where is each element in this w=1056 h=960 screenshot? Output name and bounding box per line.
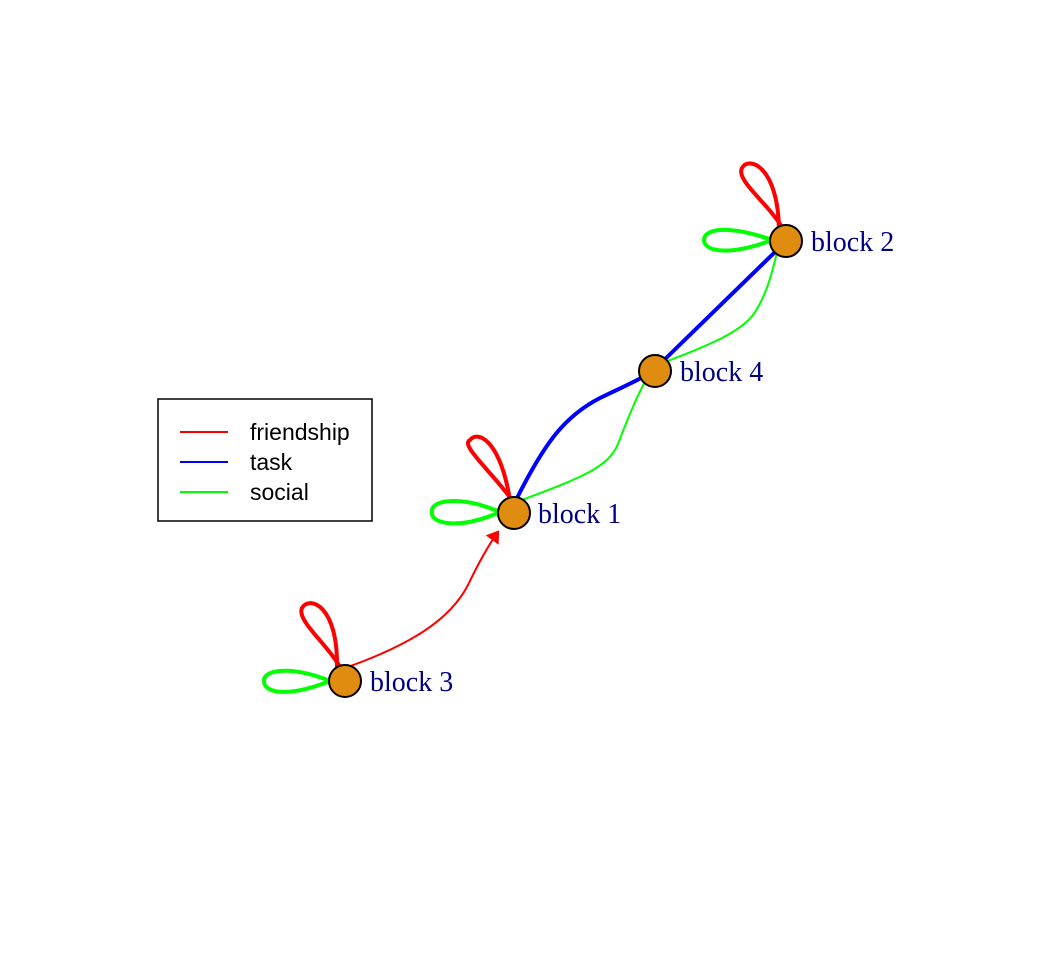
- loop-block1-friendship: [466, 434, 514, 502]
- node-label: block 1: [538, 499, 621, 530]
- legend-label-task: task: [250, 449, 293, 475]
- node-label: block 4: [680, 357, 763, 388]
- node-label: block 3: [370, 667, 453, 698]
- legend-label-friendship: friendship: [250, 419, 350, 445]
- edges: [262, 161, 785, 694]
- loop-block3-social: [262, 668, 331, 694]
- node-block-1: block 1: [497, 496, 621, 530]
- node-block-4: block 4: [638, 354, 763, 388]
- nodes: block 1 block 2 block 3 block 4: [328, 224, 894, 698]
- legend-box: [157, 398, 373, 522]
- node-circle: [497, 496, 531, 530]
- node-circle: [638, 354, 672, 388]
- node-label: block 2: [811, 227, 894, 258]
- edge-block3-block1-friendship: [344, 530, 500, 669]
- node-circle: [328, 664, 362, 698]
- edge-block1-block4-task: [514, 368, 657, 501]
- node-block-2: block 2: [769, 224, 894, 258]
- legend-label-social: social: [250, 479, 309, 505]
- edge-block4-block2-social: [664, 251, 778, 363]
- edge-block1-block4-social: [521, 381, 646, 501]
- node-block-3: block 3: [328, 664, 453, 698]
- legend: friendship task social: [157, 398, 373, 522]
- loop-block3-friendship: [299, 601, 342, 668]
- edge-block4-block2-task: [658, 250, 777, 366]
- loop-block2-friendship: [739, 161, 785, 230]
- loop-block1-social: [430, 499, 501, 526]
- node-circle: [769, 224, 803, 258]
- loop-block2-social: [701, 227, 773, 253]
